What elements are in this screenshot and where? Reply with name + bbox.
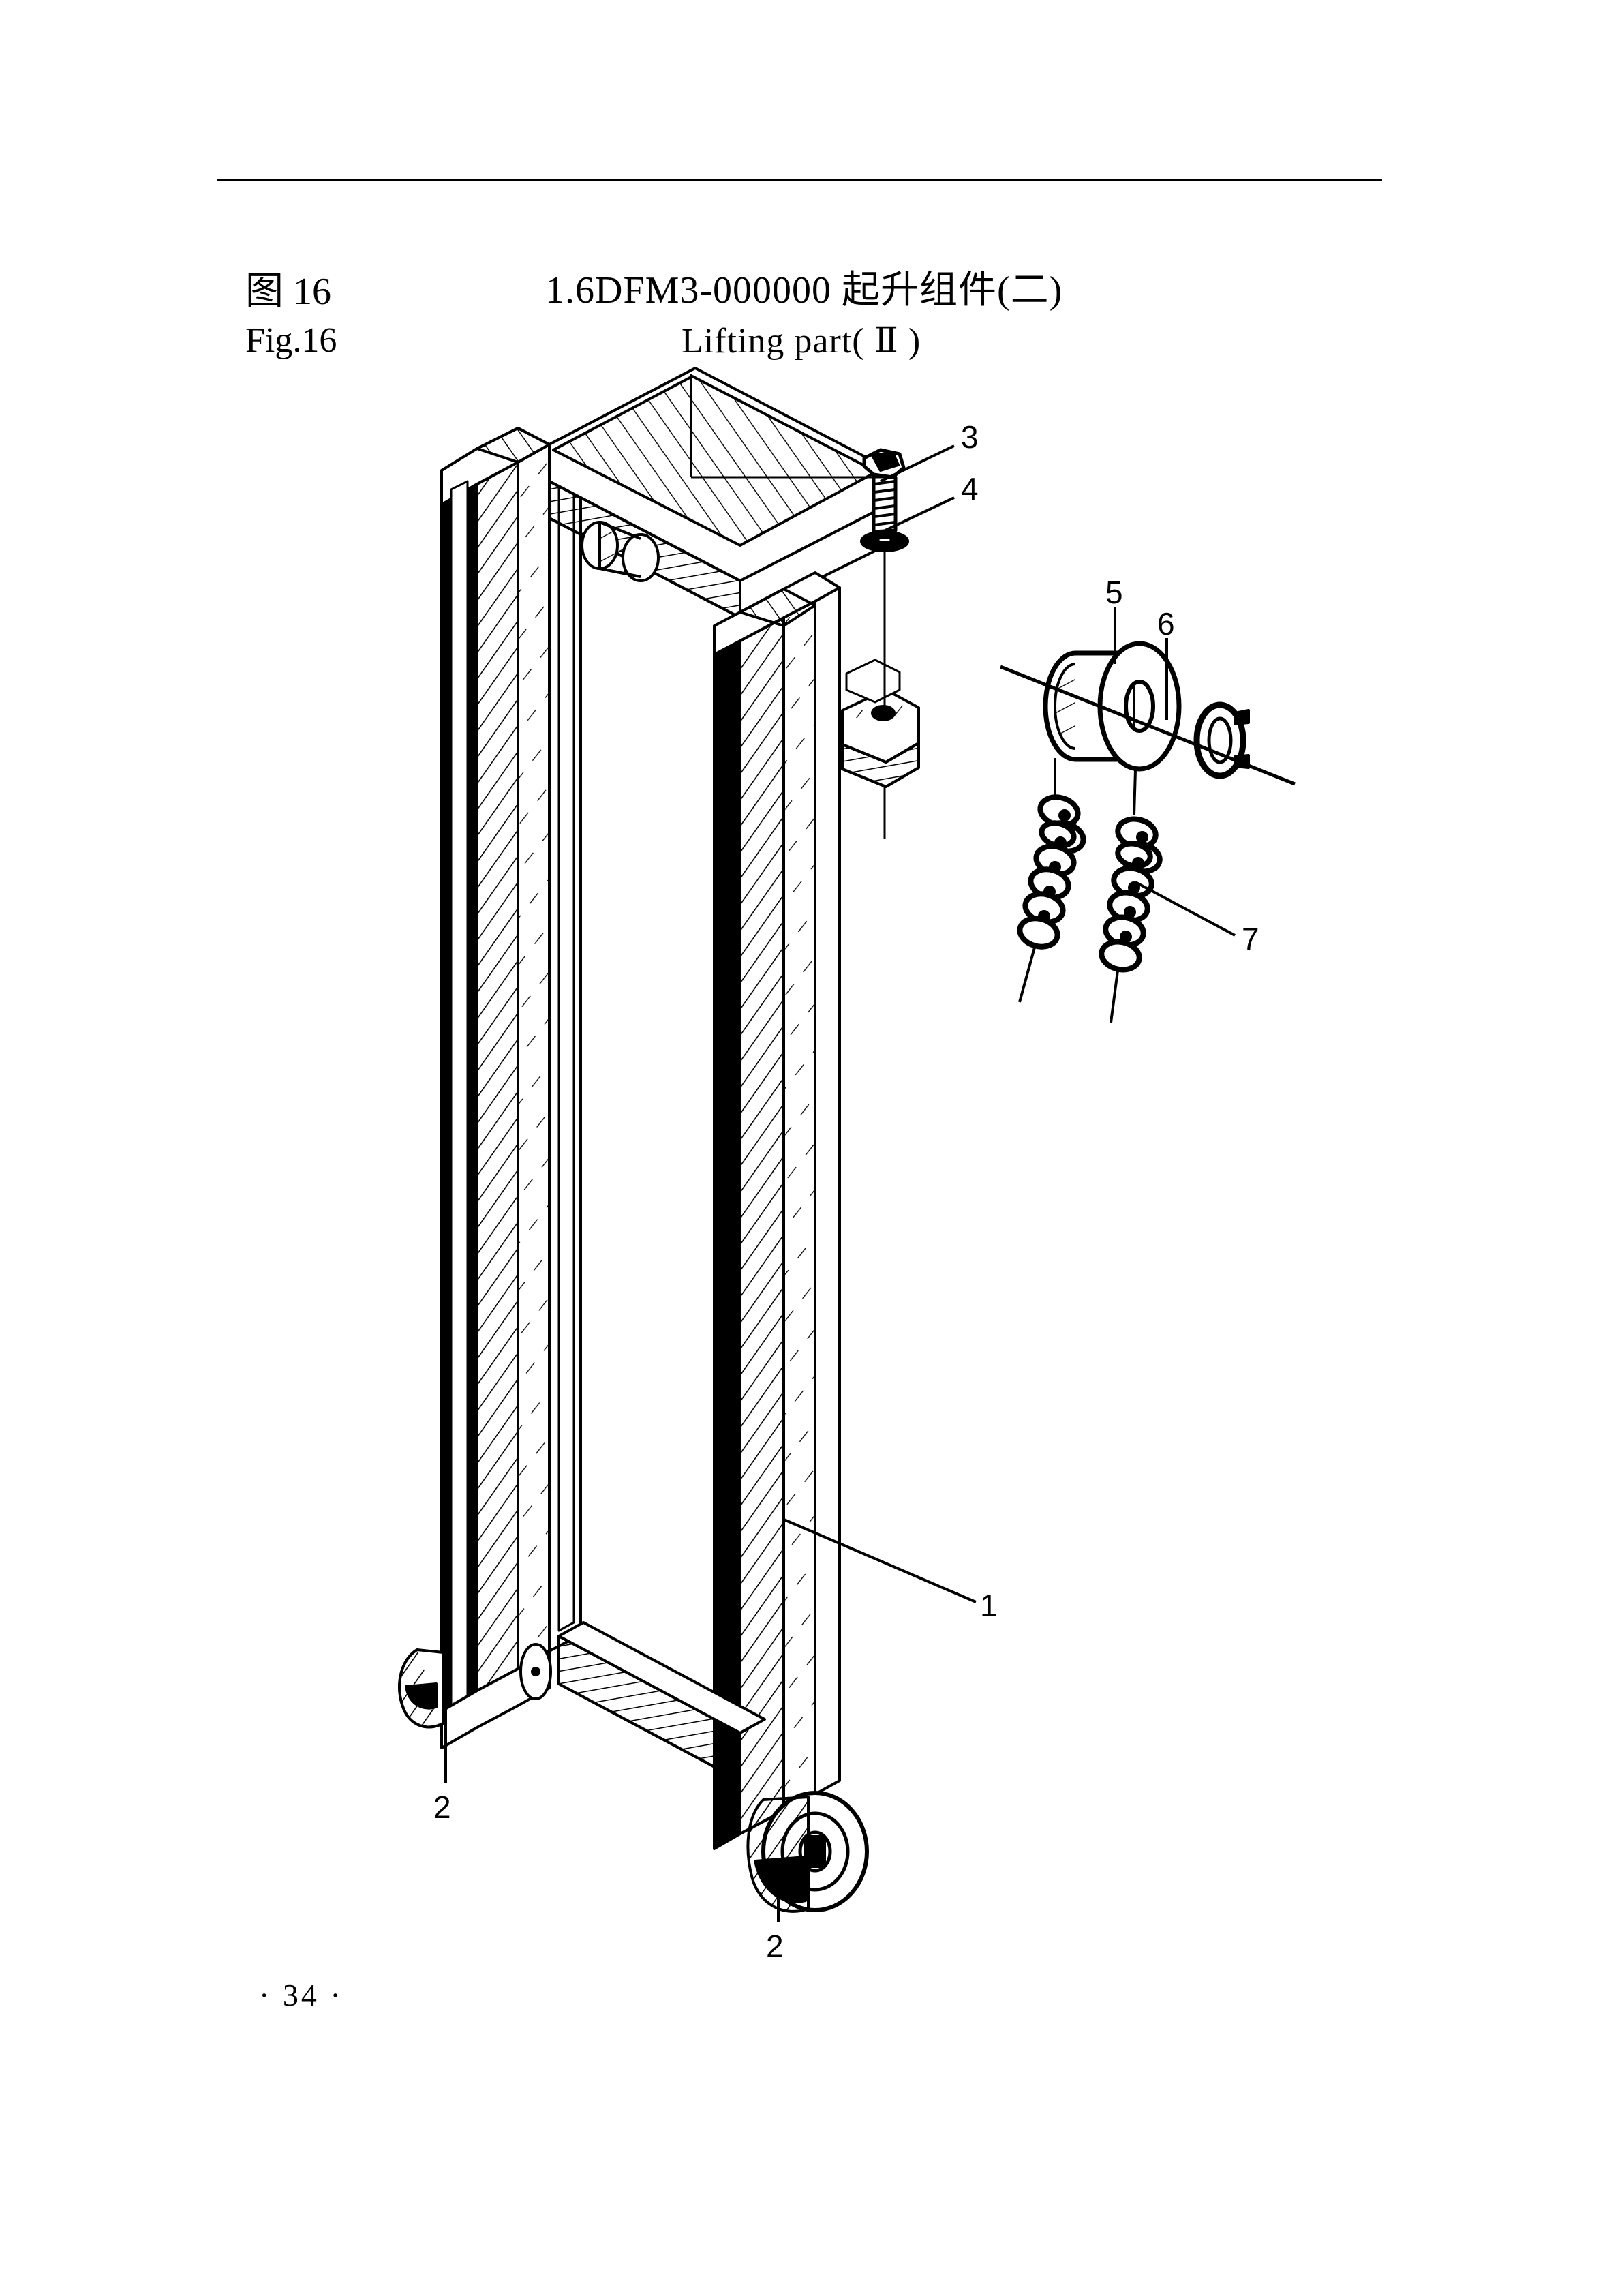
outer-mast-left-inner-channel bbox=[548, 427, 582, 1652]
figure-label-en: Fig.16 bbox=[245, 321, 337, 360]
leader-3 bbox=[880, 444, 955, 483]
crossbeam-pivot-boss bbox=[581, 521, 660, 582]
inner-mast-right-rail bbox=[713, 586, 841, 1850]
lift-chain-right bbox=[1099, 770, 1163, 1023]
callout-label-3: 3 bbox=[961, 419, 979, 455]
leader-4 bbox=[873, 496, 955, 537]
callout-label-7: 7 bbox=[1242, 921, 1259, 956]
callout-label-6: 6 bbox=[1157, 606, 1175, 641]
header-divider-rule bbox=[217, 179, 1382, 181]
chain-sheave bbox=[1043, 641, 1182, 772]
callout-label-5: 5 bbox=[1105, 575, 1123, 610]
figure-label-cn: 图 16 bbox=[245, 271, 331, 313]
mast-assembly bbox=[398, 367, 1296, 1913]
crossbeam-ear-bracket bbox=[845, 659, 901, 704]
callout-label-2b: 2 bbox=[766, 1929, 784, 1964]
snap-ring bbox=[1193, 701, 1250, 779]
mast-top-crossbeam bbox=[548, 367, 887, 619]
inner-mast-top-cap bbox=[713, 571, 841, 656]
callout-leaders bbox=[444, 444, 1236, 1922]
callout-label-2a: 2 bbox=[433, 1789, 451, 1825]
chain-anchor-bracket bbox=[841, 689, 920, 788]
mast-base-roller-left bbox=[398, 1643, 552, 1729]
flat-washer bbox=[860, 530, 909, 552]
mast-lower-crossmember bbox=[557, 1621, 766, 1782]
callout-label-4: 4 bbox=[961, 471, 979, 507]
leader-7 bbox=[1135, 881, 1236, 937]
figure-title-cn: 1.6DFM3-000000 起升组件(二) bbox=[545, 269, 1063, 312]
leader-1 bbox=[782, 1517, 977, 1603]
lift-chain-left bbox=[1017, 758, 1086, 1003]
callout-label-1: 1 bbox=[980, 1588, 998, 1623]
page-number: · 34 · bbox=[259, 1978, 343, 2012]
figure-title-en: Lifting part( Ⅱ ) bbox=[682, 322, 921, 361]
mast-base-roller-front bbox=[746, 1791, 869, 1913]
mast-rear-rail bbox=[450, 480, 469, 1711]
